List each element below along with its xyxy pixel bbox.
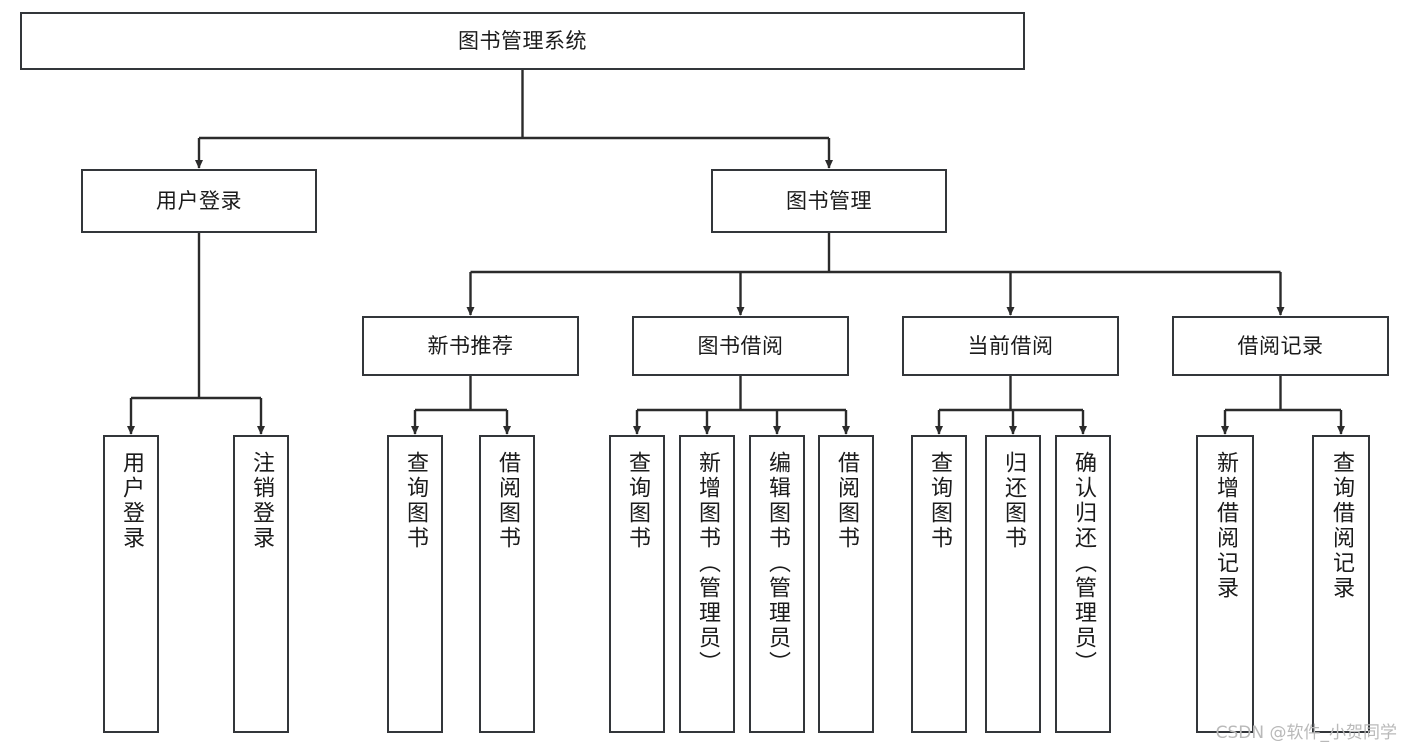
node-new-book-recommend[interactable]: 新书推荐 <box>362 316 579 376</box>
node-label-book-borrow: 图书借阅 <box>697 333 784 358</box>
node-book-borrow[interactable]: 图书借阅 <box>632 316 849 376</box>
node-label-borrow-record: 借阅记录 <box>1237 333 1324 358</box>
node-label-leaf-logout: 注销登录 <box>249 451 274 551</box>
node-label-leaf-borrow-book-2: 借阅图书 <box>834 451 859 551</box>
node-label-leaf-confirm-return: 确认归还（管理员） <box>1071 451 1096 676</box>
node-leaf-borrow-book-1[interactable]: 借阅图书 <box>479 435 535 733</box>
node-leaf-query-book-2[interactable]: 查询图书 <box>609 435 665 733</box>
node-leaf-add-record[interactable]: 新增借阅记录 <box>1196 435 1254 733</box>
node-root[interactable]: 图书管理系统 <box>20 12 1025 70</box>
node-label-leaf-add-record: 新增借阅记录 <box>1213 451 1238 601</box>
node-leaf-return-book[interactable]: 归还图书 <box>985 435 1041 733</box>
node-label-new-book-recommend: 新书推荐 <box>427 333 514 358</box>
node-label-leaf-query-book-3: 查询图书 <box>927 451 952 551</box>
node-leaf-confirm-return[interactable]: 确认归还（管理员） <box>1055 435 1111 733</box>
node-leaf-query-book-1[interactable]: 查询图书 <box>387 435 443 733</box>
node-label-leaf-query-book-2: 查询图书 <box>625 451 650 551</box>
node-user-login[interactable]: 用户登录 <box>81 169 317 233</box>
csdn-watermark: CSDN @软件_小贺同学 <box>1215 723 1397 743</box>
node-book-manage[interactable]: 图书管理 <box>711 169 947 233</box>
node-leaf-borrow-book-2[interactable]: 借阅图书 <box>818 435 874 733</box>
node-label-leaf-borrow-book-1: 借阅图书 <box>495 451 520 551</box>
node-label-leaf-query-record: 查询借阅记录 <box>1329 451 1354 601</box>
node-leaf-query-record[interactable]: 查询借阅记录 <box>1312 435 1370 733</box>
node-leaf-query-book-3[interactable]: 查询图书 <box>911 435 967 733</box>
node-label-current-borrow: 当前借阅 <box>967 333 1054 358</box>
node-current-borrow[interactable]: 当前借阅 <box>902 316 1119 376</box>
node-label-leaf-return-book: 归还图书 <box>1001 451 1026 551</box>
node-label-leaf-user-login: 用户登录 <box>119 451 144 551</box>
node-label-leaf-add-book: 新增图书（管理员） <box>695 451 720 676</box>
node-label-leaf-edit-book: 编辑图书（管理员） <box>765 451 790 676</box>
node-leaf-add-book[interactable]: 新增图书（管理员） <box>679 435 735 733</box>
node-label-user-login: 用户登录 <box>156 188 242 213</box>
node-label-root: 图书管理系统 <box>458 28 587 53</box>
node-label-book-manage: 图书管理 <box>786 188 872 213</box>
node-label-leaf-query-book-1: 查询图书 <box>403 451 428 551</box>
node-leaf-edit-book[interactable]: 编辑图书（管理员） <box>749 435 805 733</box>
node-borrow-record[interactable]: 借阅记录 <box>1172 316 1389 376</box>
node-leaf-logout[interactable]: 注销登录 <box>233 435 289 733</box>
node-leaf-user-login[interactable]: 用户登录 <box>103 435 159 733</box>
